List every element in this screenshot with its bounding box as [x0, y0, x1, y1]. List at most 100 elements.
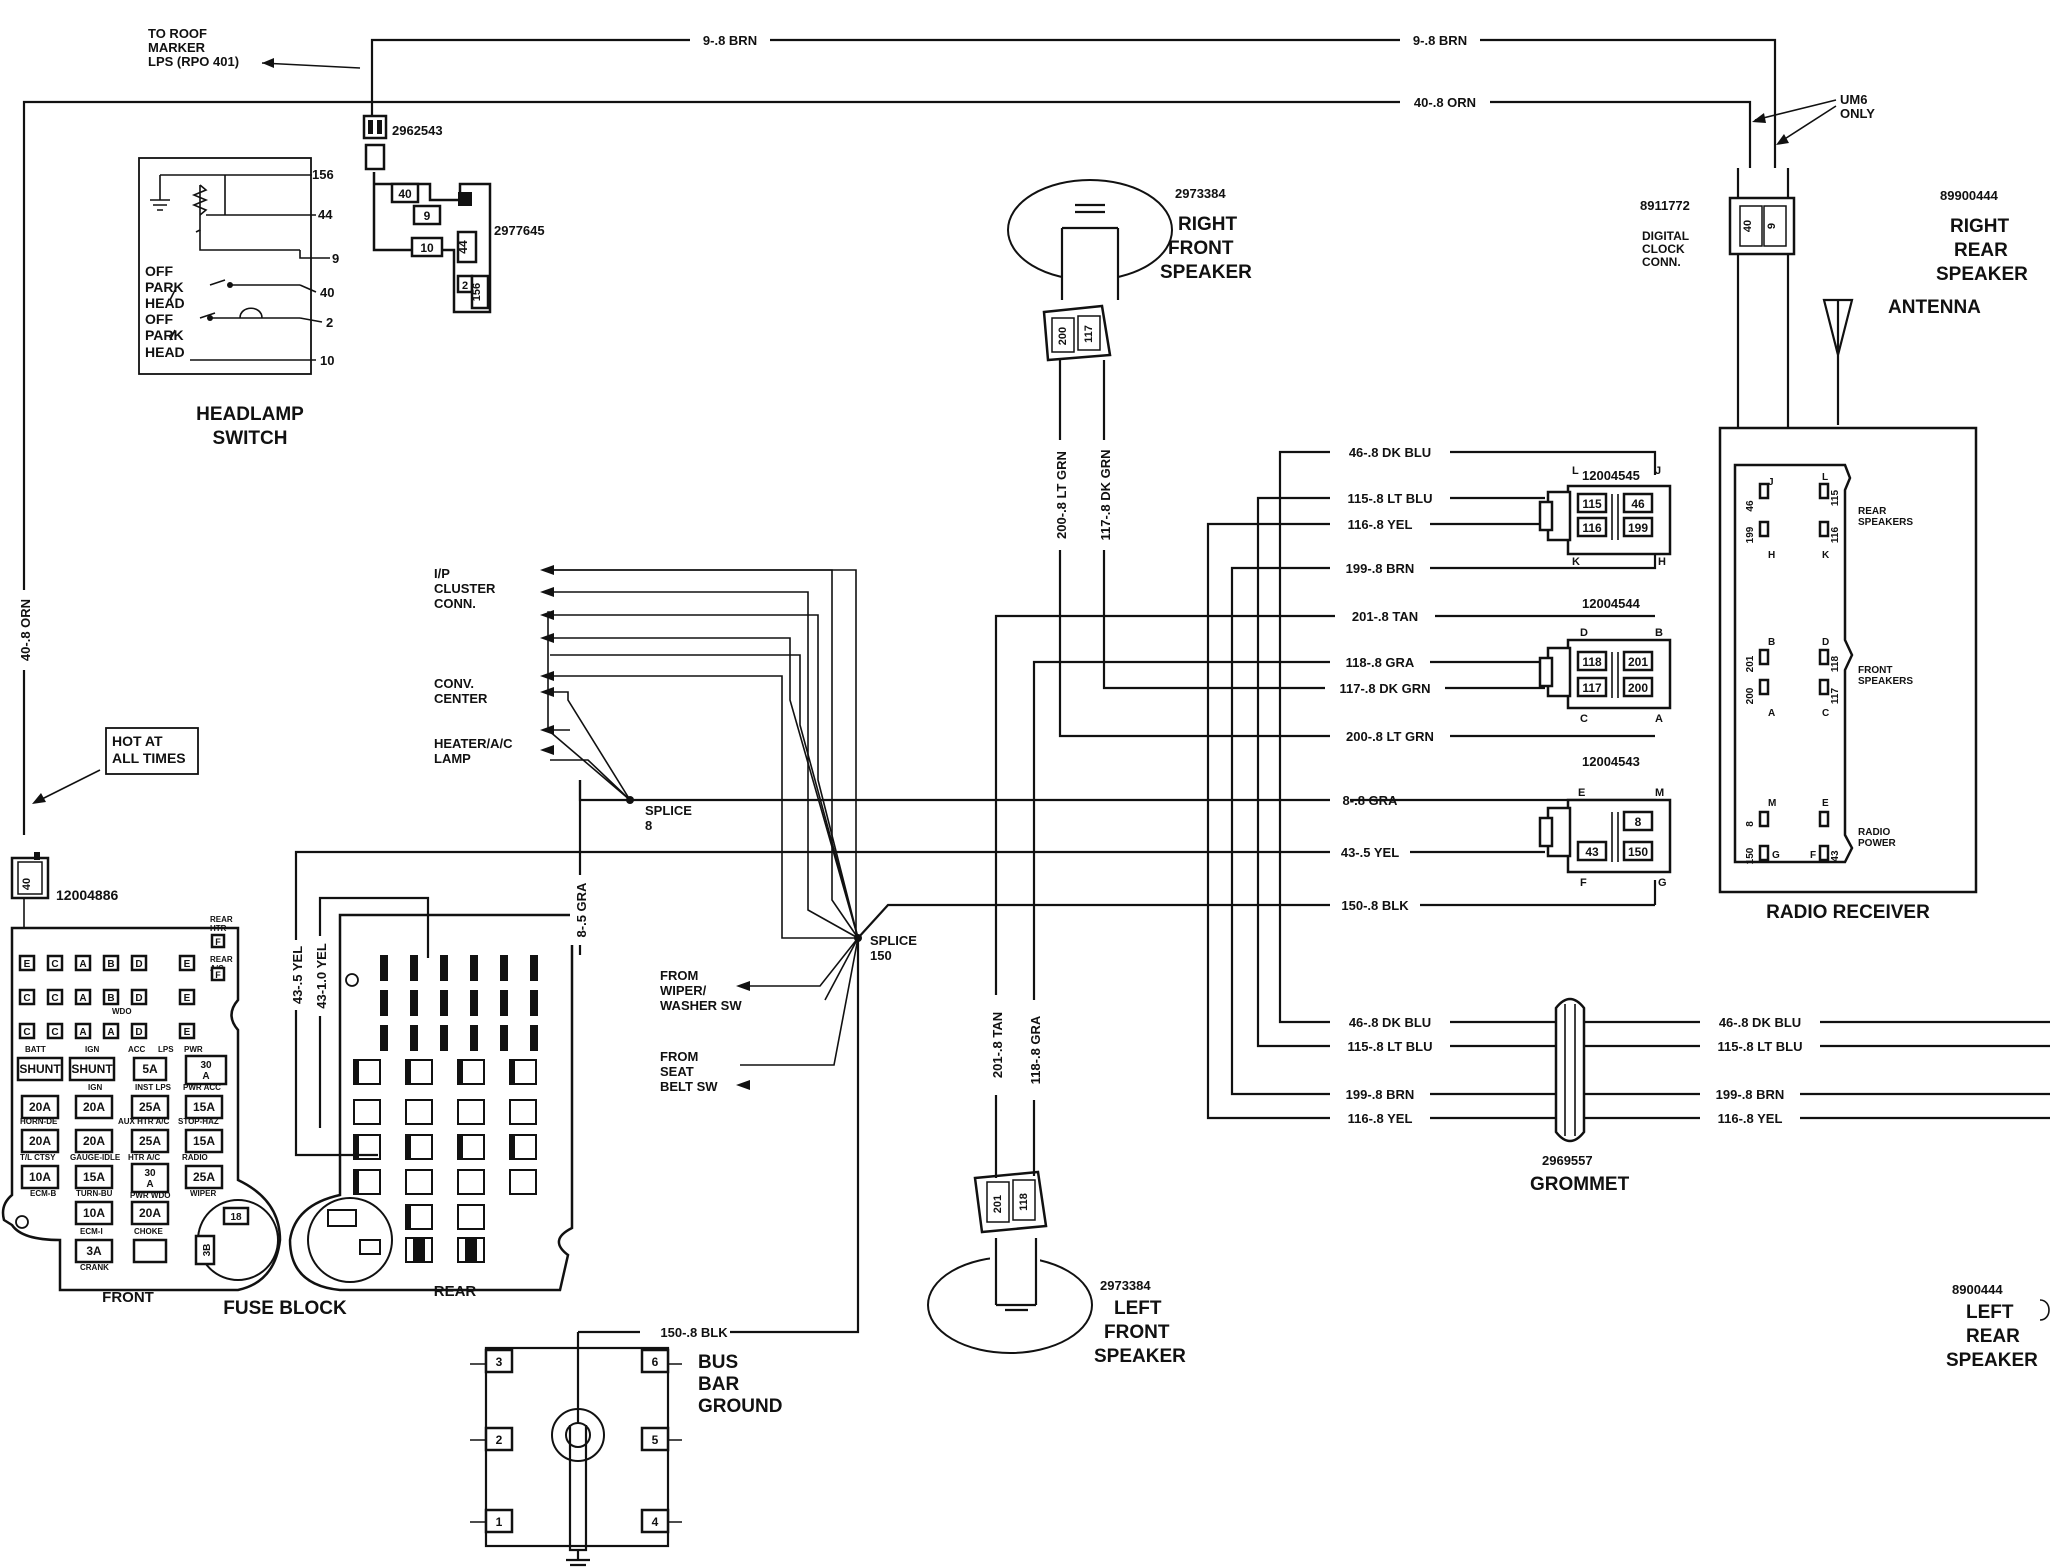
splice-150: SPLICE 150 — [550, 569, 1655, 1334]
svg-text:CLOCK: CLOCK — [1642, 242, 1685, 256]
svg-text:43-1.0 YEL: 43-1.0 YEL — [314, 943, 329, 1009]
conv-center-label: CONV. CENTER — [434, 676, 488, 706]
svg-text:2973384: 2973384 — [1175, 186, 1226, 201]
svg-text:H: H — [1658, 556, 1666, 568]
svg-text:E: E — [184, 959, 191, 970]
connector-2977645: 40 9 10 44 2 156 2977645 — [372, 172, 545, 314]
svg-text:REAR: REAR — [1966, 1326, 2020, 1347]
svg-text:2969557: 2969557 — [1542, 1153, 1593, 1168]
svg-text:115-.8 LT BLU: 115-.8 LT BLU — [1347, 1039, 1432, 1054]
svg-text:200: 200 — [1628, 681, 1648, 695]
svg-text:118-.8 GRA: 118-.8 GRA — [1346, 655, 1415, 670]
svg-text:SPEAKER: SPEAKER — [1946, 1350, 2038, 1371]
label-9-brn-left: 9-.8 BRN — [703, 33, 757, 48]
svg-text:8911772: 8911772 — [1640, 198, 1690, 213]
svg-text:C: C — [1580, 713, 1588, 725]
wire-46-dk-blu: 46-.8 DK BLU 46-.8 DK BLU 46-.8 DK BLU — [1278, 442, 2050, 1032]
svg-text:150: 150 — [1745, 847, 1756, 864]
svg-text:WIPER: WIPER — [190, 1189, 216, 1198]
splice-8: SPLICE 8 — [547, 611, 1350, 833]
svg-text:A: A — [1655, 713, 1663, 725]
svg-text:SWITCH: SWITCH — [213, 428, 288, 449]
svg-text:SEAT: SEAT — [660, 1064, 694, 1079]
fuse-block-title: FUSE BLOCK — [223, 1298, 347, 1319]
svg-text:HTR A/C: HTR A/C — [128, 1153, 160, 1162]
svg-text:LPS (RPO 401): LPS (RPO 401) — [148, 54, 239, 69]
radio-receiver: 46 J 199 H L 115 K 116 B 201 200 A D 118… — [1718, 426, 1978, 923]
svg-text:K: K — [1572, 556, 1580, 568]
svg-text:D: D — [135, 993, 142, 1004]
wire-43-1-yel: 43-1.0 YEL — [310, 896, 430, 1128]
svg-text:GROMMET: GROMMET — [1530, 1174, 1630, 1195]
svg-text:116-.8 YEL: 116-.8 YEL — [1348, 517, 1413, 532]
svg-text:12004543: 12004543 — [1582, 754, 1640, 769]
left-rear-speaker: 8900444 LEFT REAR SPEAKER — [1946, 1282, 2050, 1371]
fuse-rear-label: REAR — [434, 1283, 477, 1300]
svg-text:3A: 3A — [86, 1244, 102, 1258]
svg-text:RIGHT: RIGHT — [1178, 214, 1238, 235]
svg-text:TO ROOF: TO ROOF — [148, 26, 207, 41]
svg-text:HEATER/A/C: HEATER/A/C — [434, 736, 513, 751]
svg-text:ALL TIMES: ALL TIMES — [112, 750, 186, 766]
svg-text:CONV.: CONV. — [434, 676, 474, 691]
svg-text:LEFT: LEFT — [1114, 1298, 1162, 1319]
svg-text:LAMP: LAMP — [434, 751, 471, 766]
svg-text:GROUND: GROUND — [698, 1396, 782, 1417]
svg-text:IGN: IGN — [88, 1083, 102, 1092]
svg-text:15A: 15A — [83, 1170, 105, 1184]
svg-text:12004545: 12004545 — [1582, 468, 1640, 483]
grommet: 2969557 GROMMET — [1530, 997, 1630, 1195]
svg-text:15A: 15A — [193, 1100, 215, 1114]
label-40-orn-top: 40-.8 ORN — [1414, 95, 1476, 110]
svg-text:B: B — [1655, 627, 1663, 639]
svg-text:46: 46 — [1631, 497, 1645, 511]
bus-bar-ground: 3 6 2 5 1 4 150-.8 BLK BUS BAR GROUND — [470, 1322, 782, 1567]
svg-text:8: 8 — [1635, 815, 1642, 829]
svg-text:8900444: 8900444 — [1952, 1282, 2003, 1297]
svg-text:116-.8 YEL: 116-.8 YEL — [1348, 1111, 1413, 1126]
svg-text:46-.8 DK BLU: 46-.8 DK BLU — [1349, 445, 1431, 460]
svg-text:20A: 20A — [29, 1134, 51, 1148]
svg-text:C: C — [23, 993, 30, 1004]
svg-text:F: F — [1580, 877, 1587, 889]
wire-8-5-gra: 8-.5 GRA — [570, 780, 590, 955]
svg-text:T/L CTSY: T/L CTSY — [20, 1153, 56, 1162]
digital-clock-connector: 40 9 8911772 DIGITAL CLOCK CONN. — [1640, 150, 1796, 428]
svg-text:ECM-B: ECM-B — [30, 1189, 56, 1198]
svg-text:I/P: I/P — [434, 566, 450, 581]
svg-text:115-.8 LT BLU: 115-.8 LT BLU — [1717, 1039, 1802, 1054]
svg-text:9: 9 — [424, 209, 431, 223]
svg-text:44: 44 — [456, 240, 470, 254]
svg-text:6: 6 — [652, 1355, 659, 1369]
svg-text:SHUNT: SHUNT — [71, 1062, 113, 1076]
svg-text:117: 117 — [1083, 325, 1095, 343]
connector-12004543: 12004543 8 43 150 E M F G — [1538, 754, 1672, 889]
wire-117-dk-grn: 117-.8 DK GRN 117-.8 DK GRN — [1094, 360, 1545, 698]
svg-text:118: 118 — [1018, 1193, 1030, 1211]
wire-201-tan: 201-.8 TAN 201-.8 TAN — [986, 606, 1655, 1178]
svg-text:40: 40 — [398, 187, 412, 201]
svg-text:2: 2 — [326, 315, 333, 330]
right-front-speaker: 200 117 2973384 RIGHT FRONT SPEAKER — [1007, 179, 1252, 362]
svg-text:H: H — [1768, 550, 1775, 561]
svg-text:MARKER: MARKER — [148, 40, 206, 55]
svg-text:E: E — [1578, 787, 1585, 799]
svg-text:ECM-I: ECM-I — [80, 1227, 103, 1236]
svg-text:5A: 5A — [142, 1062, 158, 1076]
svg-text:E: E — [24, 959, 31, 970]
svg-text:INST LPS: INST LPS — [135, 1083, 172, 1092]
svg-text:C: C — [23, 1027, 30, 1038]
svg-text:J: J — [1768, 477, 1774, 488]
svg-text:46: 46 — [1745, 500, 1756, 512]
svg-text:B: B — [107, 959, 114, 970]
svg-text:118: 118 — [1830, 655, 1841, 672]
svg-text:200-.8 LT GRN: 200-.8 LT GRN — [1054, 451, 1069, 539]
svg-text:25A: 25A — [139, 1100, 161, 1114]
svg-text:199: 199 — [1745, 526, 1756, 543]
svg-text:115: 115 — [1582, 497, 1602, 511]
svg-text:30A: 30A — [144, 1168, 156, 1190]
svg-text:201: 201 — [1745, 655, 1756, 672]
svg-text:15A: 15A — [193, 1134, 215, 1148]
svg-text:46-.8 DK BLU: 46-.8 DK BLU — [1349, 1015, 1431, 1030]
svg-text:8: 8 — [645, 818, 652, 833]
